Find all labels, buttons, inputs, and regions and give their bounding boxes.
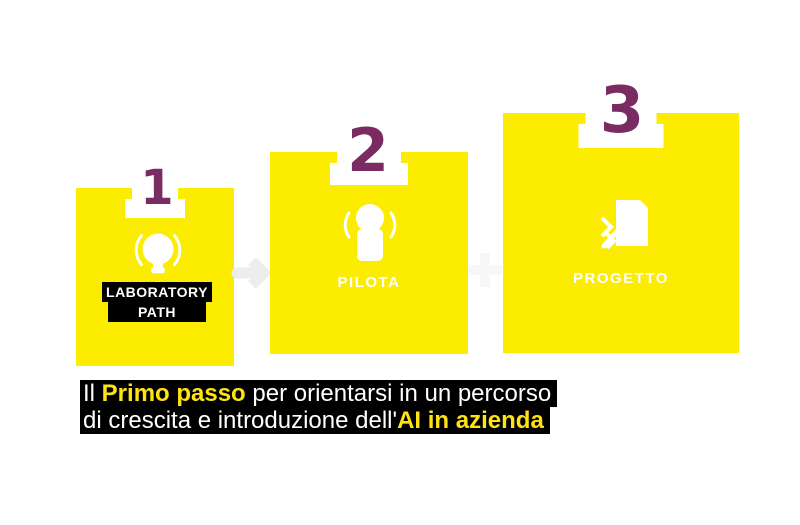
notch-tab xyxy=(125,188,132,199)
caption-line-1: Il Primo passo per orientarsi in un perc… xyxy=(80,380,558,407)
caption-line-2: di crescita e introduzione dell'AI in az… xyxy=(80,407,550,434)
pilot-icon xyxy=(337,197,403,267)
step-2-notch xyxy=(330,152,408,185)
step-block-1 xyxy=(76,188,234,366)
notch-tab xyxy=(578,113,586,124)
step-3-label: PROGETTO xyxy=(573,270,669,287)
step-1-label: LABORATORY PATH xyxy=(102,282,212,322)
arrow-right-icon xyxy=(231,253,277,298)
project-document-icon xyxy=(590,190,662,262)
step-1-label-line-1: LABORATORY xyxy=(102,282,212,302)
lightbulb-icon xyxy=(129,223,187,281)
caption-highlight: AI in azienda xyxy=(397,407,544,434)
notch-tab xyxy=(330,152,337,163)
caption-text: di crescita e introduzione dell' xyxy=(83,407,398,434)
step-2-label: PILOTA xyxy=(337,274,401,291)
step-1-number: 1 xyxy=(140,160,174,216)
step-1-notch xyxy=(125,188,185,218)
step-1-label-line-2: PATH xyxy=(108,302,206,322)
notch-tab xyxy=(401,152,408,163)
caption-text: per orientarsi in un percorso xyxy=(245,380,552,407)
step-3-notch xyxy=(578,113,664,148)
step-3-number: 3 xyxy=(599,74,645,148)
plus-icon xyxy=(468,253,502,287)
notch-tab xyxy=(178,188,185,199)
caption: Il Primo passo per orientarsi in un perc… xyxy=(80,380,558,434)
step-2-number: 2 xyxy=(347,116,389,186)
notch-tab xyxy=(656,113,664,124)
caption-highlight: Primo passo xyxy=(101,380,246,407)
plus-vertical xyxy=(480,253,490,287)
caption-text: Il xyxy=(83,380,102,407)
